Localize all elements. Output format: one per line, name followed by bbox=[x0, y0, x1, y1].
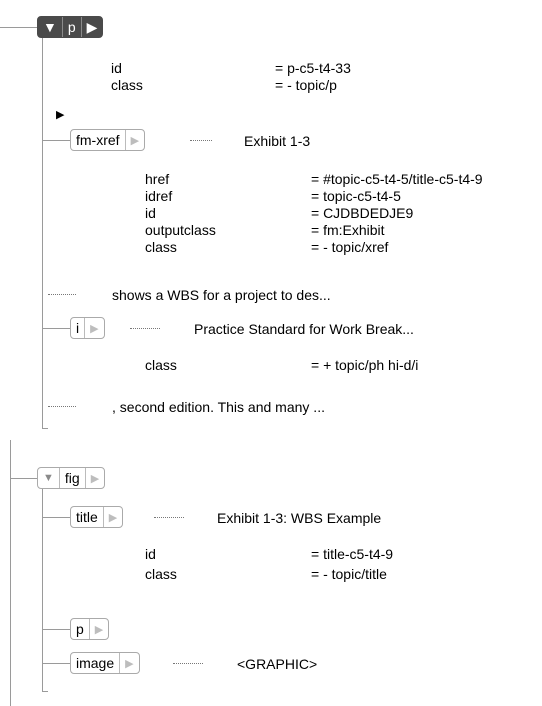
attr-value[interactable]: = CJDBDEDJE9 bbox=[311, 205, 414, 221]
element-expand-toggle[interactable]: ▶ bbox=[84, 318, 103, 338]
element-text[interactable]: Practice Standard for Work Break... bbox=[194, 321, 414, 337]
text-leader bbox=[173, 663, 203, 664]
attr-name: class bbox=[145, 239, 177, 255]
attr-name: href bbox=[145, 171, 170, 187]
connector-xref bbox=[42, 140, 70, 141]
connector-title bbox=[42, 517, 70, 518]
attr-name: outputclass bbox=[145, 222, 216, 238]
text-node[interactable]: shows a WBS for a project to des... bbox=[112, 287, 331, 303]
tree-line-fig-children bbox=[42, 489, 43, 691]
element-name: fm-xref bbox=[76, 132, 120, 148]
element-expand-toggle[interactable]: ▶ bbox=[80, 17, 103, 37]
attr-value[interactable]: = title-c5-t4-9 bbox=[311, 546, 394, 562]
text-leader bbox=[130, 328, 160, 329]
attr-value[interactable]: = fm:Exhibit bbox=[311, 222, 385, 238]
collapse-toggle[interactable]: ▼ bbox=[38, 468, 59, 488]
element-tag-fig[interactable]: ▼ fig ▶ bbox=[37, 467, 106, 489]
element-expand-toggle[interactable]: ▶ bbox=[119, 653, 138, 673]
text-leader bbox=[190, 140, 212, 141]
attr-value[interactable]: = + topic/ph hi-d/i bbox=[311, 357, 419, 373]
attr-name: idref bbox=[145, 188, 173, 204]
triangle-right-icon: ▶ bbox=[90, 472, 100, 485]
element-name: p bbox=[61, 17, 81, 37]
tree-line-root bbox=[10, 440, 11, 706]
attr-name: id bbox=[145, 546, 156, 562]
element-expand-toggle[interactable]: ▶ bbox=[88, 619, 108, 639]
connector-p2 bbox=[42, 629, 70, 630]
attr-name: class bbox=[145, 357, 177, 373]
element-expand-toggle[interactable]: ▶ bbox=[124, 130, 144, 150]
attr-name: id bbox=[111, 60, 122, 76]
connector-p bbox=[0, 27, 37, 28]
triangle-down-icon: ▼ bbox=[43, 472, 54, 484]
collapse-toggle[interactable]: ▼ bbox=[38, 17, 62, 37]
attr-value[interactable]: = - topic/title bbox=[311, 566, 387, 582]
text-leader bbox=[48, 294, 76, 295]
element-tag-fm-xref[interactable]: fm-xref ▶ bbox=[70, 129, 146, 151]
triangle-down-icon: ▼ bbox=[43, 19, 57, 35]
attr-name: class bbox=[145, 566, 177, 582]
attr-value[interactable]: = topic-c5-t4-5 bbox=[311, 188, 401, 204]
element-tag-i[interactable]: i ▶ bbox=[70, 317, 105, 339]
element-text[interactable]: Exhibit 1-3: WBS Example bbox=[217, 510, 382, 526]
triangle-right-icon: ▶ bbox=[125, 657, 134, 670]
attr-value[interactable]: = p-c5-t4-33 bbox=[275, 60, 351, 76]
text-leader bbox=[48, 406, 76, 407]
element-tag-title[interactable]: title ▶ bbox=[70, 506, 124, 528]
element-name: fig bbox=[58, 468, 85, 488]
triangle-right-icon: ▶ bbox=[94, 623, 104, 636]
triangle-right-icon: ▶ bbox=[90, 322, 99, 335]
element-name: title bbox=[76, 509, 98, 525]
triangle-right-icon: ▶ bbox=[130, 134, 140, 147]
tree-line-fig-end bbox=[42, 691, 48, 692]
attr-name: class bbox=[111, 77, 143, 93]
element-name: p bbox=[76, 621, 84, 637]
element-tag-image[interactable]: image ▶ bbox=[70, 652, 140, 674]
element-tag-p[interactable]: p ▶ bbox=[70, 618, 110, 640]
element-text[interactable]: Exhibit 1-3 bbox=[244, 133, 311, 149]
caret-marker-icon: ▶ bbox=[56, 109, 65, 121]
attr-value[interactable]: = #topic-c5-t4-5/title-c5-t4-9 bbox=[311, 171, 483, 187]
connector-image bbox=[42, 663, 70, 664]
text-node[interactable]: , second edition. This and many ... bbox=[112, 399, 325, 415]
triangle-right-icon: ▶ bbox=[108, 511, 118, 524]
attr-value[interactable]: = - topic/xref bbox=[311, 239, 389, 255]
triangle-right-icon: ▶ bbox=[86, 18, 98, 35]
tree-line-p-end bbox=[42, 428, 48, 429]
attr-name: id bbox=[145, 205, 156, 221]
element-tag-p[interactable]: ▼ p ▶ bbox=[37, 16, 104, 38]
text-leader bbox=[154, 517, 184, 518]
element-name: image bbox=[76, 655, 115, 671]
element-expand-toggle[interactable]: ▶ bbox=[84, 468, 104, 488]
connector-fig bbox=[10, 478, 37, 479]
element-name: i bbox=[76, 320, 80, 336]
tree-line-p-children bbox=[42, 38, 43, 428]
attr-value[interactable]: = - topic/p bbox=[275, 77, 337, 93]
element-text[interactable]: <GRAPHIC> bbox=[237, 656, 318, 672]
connector-i bbox=[42, 328, 70, 329]
element-expand-toggle[interactable]: ▶ bbox=[102, 507, 122, 527]
